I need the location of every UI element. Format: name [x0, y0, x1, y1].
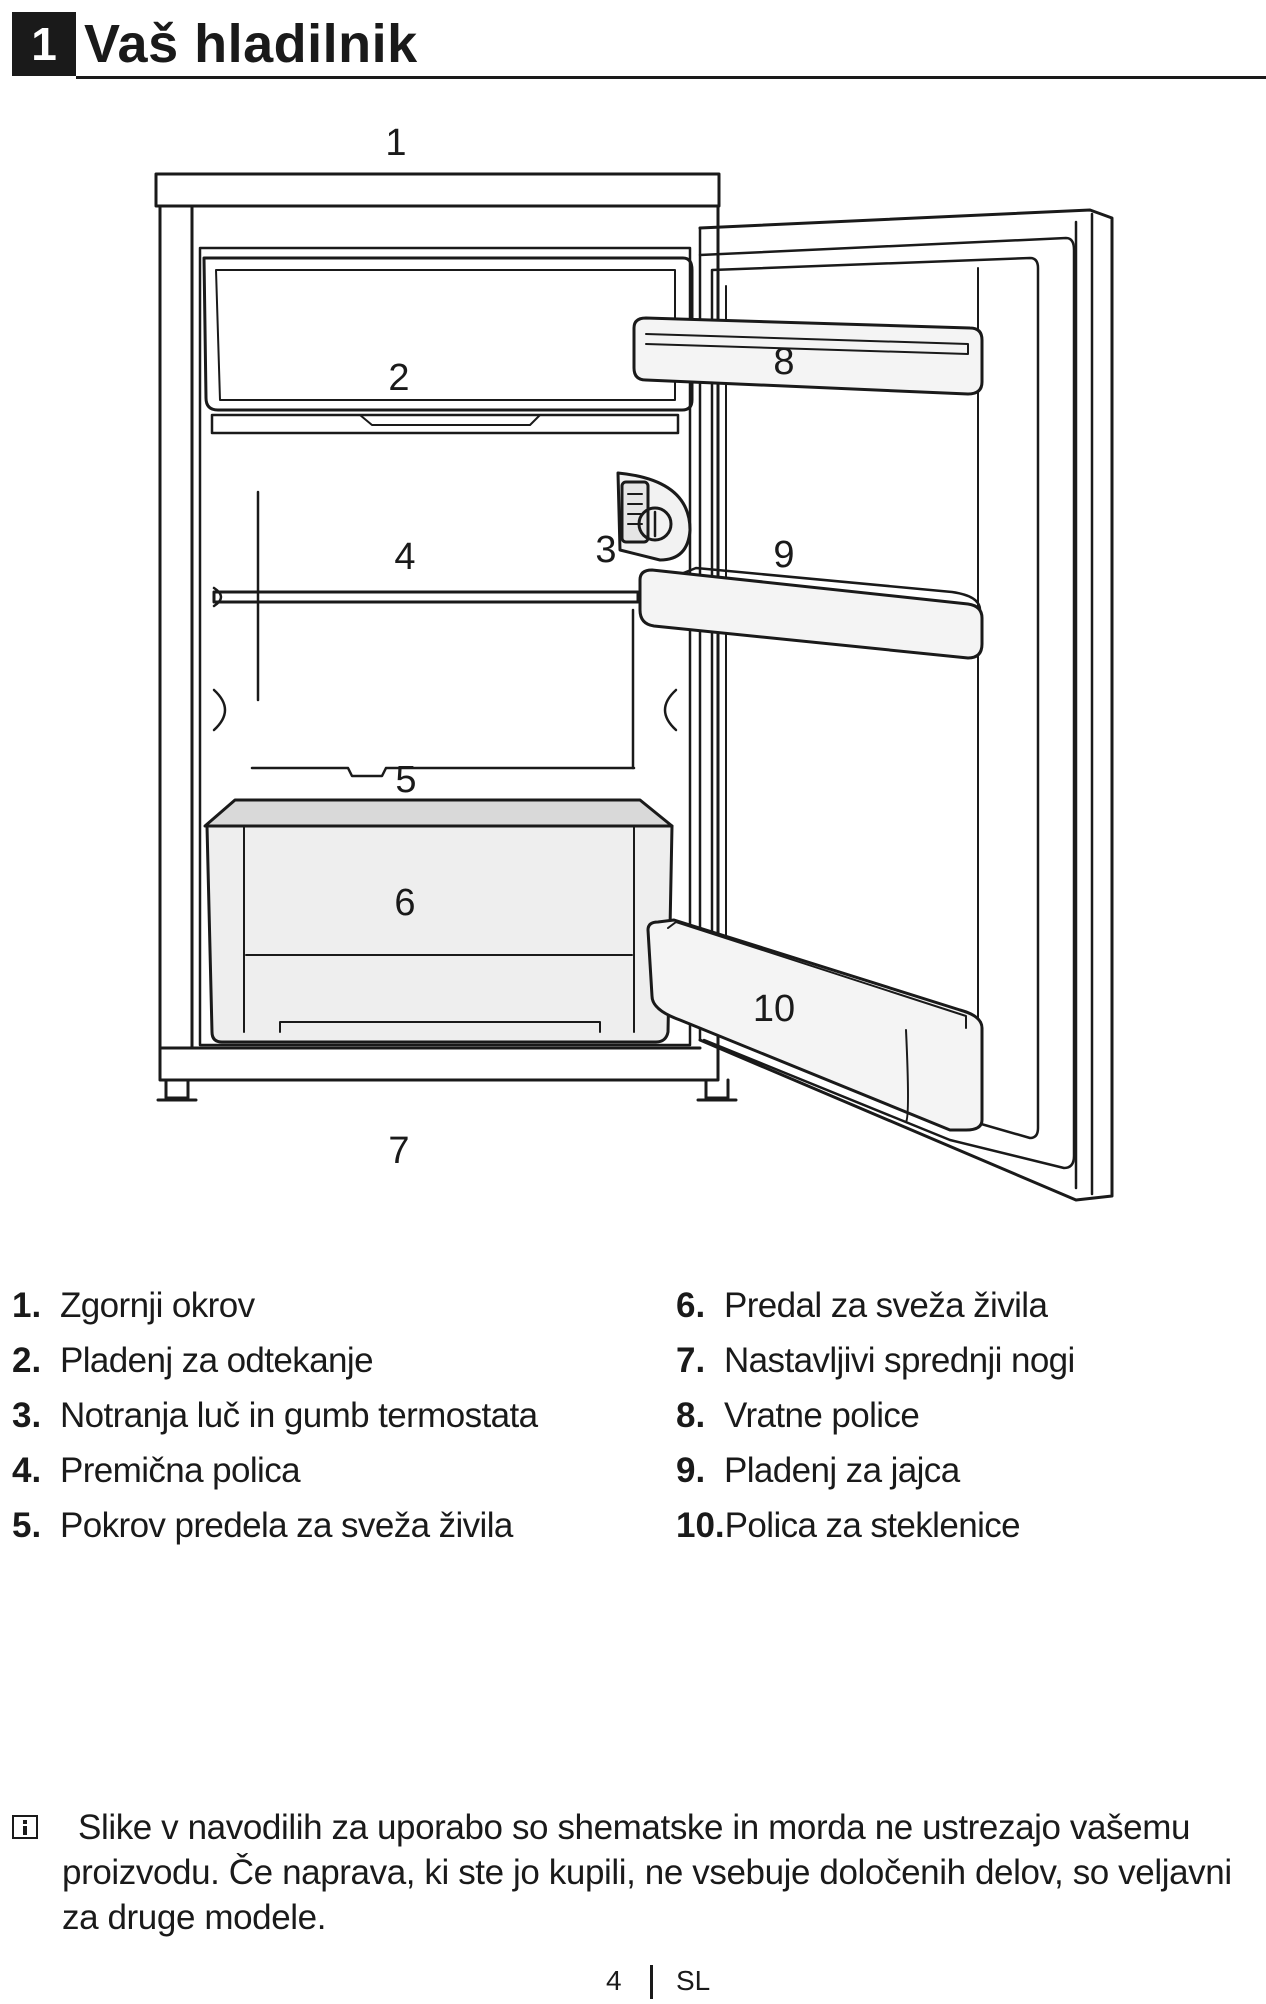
header-rule: [76, 76, 1266, 79]
legend-item: 2.Pladenj za odtekanje: [12, 1333, 537, 1388]
legend-item: 8.Vratne police: [676, 1388, 1075, 1443]
page-title: Vaš hladilnik: [84, 14, 418, 74]
crisper-lid-top: [205, 800, 672, 826]
callout-9: 9: [773, 534, 794, 576]
top-cover: [156, 174, 719, 206]
callout-2: 2: [388, 357, 409, 399]
legend-item: 6.Predal za sveža živila: [676, 1278, 1075, 1333]
callout-5: 5: [395, 759, 416, 801]
callout-1: 1: [385, 122, 406, 164]
page-footer: 4 SL: [0, 1963, 1266, 1999]
fridge-diagram: 1 2 3 4 5 6 7 8 9 10: [0, 110, 1266, 1220]
legend-item: 3.Notranja luč in gumb termostata: [12, 1388, 537, 1443]
crisper-cover: [252, 768, 634, 776]
callout-4: 4: [394, 536, 415, 578]
legend-item: 10.Polica za steklenice: [676, 1498, 1075, 1553]
language-code: SL: [676, 1963, 710, 1999]
callout-10: 10: [753, 988, 795, 1030]
front-foot-right: [706, 1080, 728, 1098]
info-note: Slike v navodilih za uporabo so shematsk…: [12, 1805, 1252, 1940]
crisper-drawer: [207, 826, 672, 1042]
callout-7: 7: [388, 1130, 409, 1172]
drip-tray: [204, 258, 692, 410]
legend-left: 1.Zgornji okrov 2.Pladenj za odtekanje 3…: [12, 1278, 537, 1553]
egg-tray: [640, 570, 982, 658]
legend-item: 1.Zgornji okrov: [12, 1278, 537, 1333]
section-number: 1: [12, 12, 76, 76]
callout-3: 3: [595, 529, 616, 571]
fridge-illustration: 1 2 3 4 5 6 7 8 9 10: [0, 110, 1266, 1220]
front-foot-left: [166, 1080, 188, 1098]
footer-separator: [650, 1965, 653, 1999]
legend-item: 5.Pokrov predela za sveža živila: [12, 1498, 537, 1553]
callout-8: 8: [773, 341, 794, 383]
movable-shelf: [214, 592, 638, 602]
door-shelf-top: [634, 318, 982, 394]
note-text: Slike v navodilih za uporabo so shematsk…: [62, 1805, 1252, 1940]
info-icon: [12, 1815, 38, 1839]
legend-item: 7.Nastavljivi sprednji nogi: [676, 1333, 1075, 1388]
page-number: 4: [606, 1963, 622, 1999]
legend-right: 6.Predal za sveža živila 7.Nastavljivi s…: [676, 1278, 1075, 1553]
callout-6: 6: [394, 882, 415, 924]
legend-item: 4.Premična polica: [12, 1443, 537, 1498]
section-header: 1 Vaš hladilnik: [12, 12, 1266, 78]
legend-item: 9.Pladenj za jajca: [676, 1443, 1075, 1498]
